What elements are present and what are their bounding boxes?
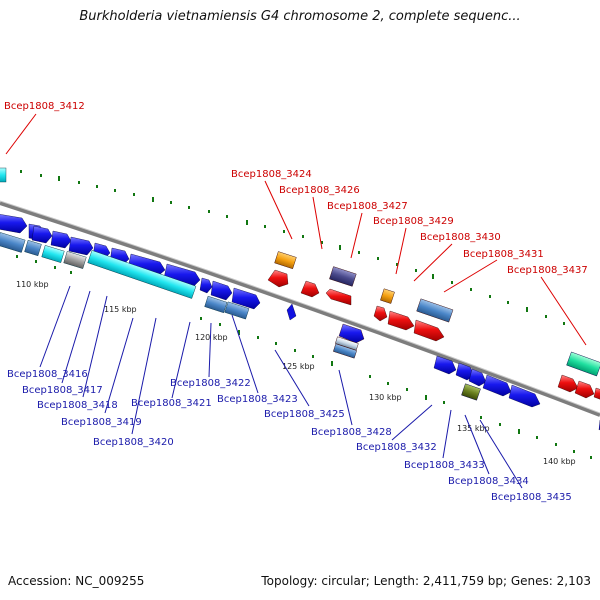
gene-arrow xyxy=(231,287,261,310)
gene-label-3435: Bcep1808_3435 xyxy=(491,492,572,503)
gene-arrow xyxy=(286,303,297,321)
gene-label-3420: Bcep1808_3420 xyxy=(93,437,174,448)
gene-label-3433: Bcep1808_3433 xyxy=(404,460,485,471)
gene-box xyxy=(0,167,7,183)
gene-box xyxy=(274,251,297,270)
scale-label-115: 115 kbp xyxy=(104,305,137,314)
gene-label-3432: Bcep1808_3432 xyxy=(356,442,437,453)
gene-arrow xyxy=(50,230,72,249)
gene-arrow xyxy=(508,384,541,408)
gene-arrow xyxy=(593,387,600,400)
gene-box xyxy=(204,295,228,314)
gene-label-3426: Bcep1808_3426 xyxy=(279,185,360,196)
gene-arrow xyxy=(387,310,415,331)
gene-arrow xyxy=(482,374,512,397)
top-gene-labels: Bcep1808_3412 Bcep1808_3424 Bcep1808_342… xyxy=(4,101,588,276)
gene-arrow xyxy=(31,225,53,244)
scale-label-110: 110 kbp xyxy=(16,280,49,289)
gene-box xyxy=(0,232,26,253)
scale-label-120: 120 kbp xyxy=(195,333,228,342)
gene-label-3421: Bcep1808_3421 xyxy=(131,398,212,409)
genome-summary-text: Topology: circular; Length: 2,411,759 bp… xyxy=(261,574,591,588)
gene-label-3424: Bcep1808_3424 xyxy=(231,169,312,180)
gene-box xyxy=(329,266,357,287)
gene-arrow xyxy=(433,355,457,375)
gene-arrow xyxy=(325,288,352,306)
gene-label-3417: Bcep1808_3417 xyxy=(22,385,103,396)
scale-label-140: 140 kbp xyxy=(543,457,576,466)
gene-label-3427: Bcep1808_3427 xyxy=(327,201,408,212)
gene-box xyxy=(87,250,197,299)
gene-label-3418: Bcep1808_3418 xyxy=(37,400,118,411)
right-region-genes xyxy=(0,167,600,431)
gene-label-3425: Bcep1808_3425 xyxy=(264,409,345,420)
scale-label-135: 135 kbp xyxy=(457,424,490,433)
gene-arrow xyxy=(0,214,28,234)
outer-tick-track xyxy=(20,170,565,325)
scale-label-125: 125 kbp xyxy=(282,362,315,371)
gene-label-3437: Bcep1808_3437 xyxy=(507,265,588,276)
gene-box xyxy=(333,343,357,359)
scale-labels: 110 kbp 115 kbp 120 kbp 125 kbp 130 kbp … xyxy=(16,280,576,466)
accession-text: Accession: NC_009255 xyxy=(8,574,145,588)
gene-box xyxy=(24,239,42,257)
genome-backbone xyxy=(0,201,600,417)
gene-label-3419: Bcep1808_3419 xyxy=(61,417,142,428)
gene-label-3429: Bcep1808_3429 xyxy=(373,216,454,227)
gene-arrow xyxy=(468,368,487,387)
gene-arrow xyxy=(557,374,579,393)
forward-strand-genes xyxy=(0,214,261,310)
gene-arrow xyxy=(68,236,94,256)
scale-label-130: 130 kbp xyxy=(369,393,402,402)
genome-backbone-highlight xyxy=(0,200,600,414)
bottom-callout-lines xyxy=(39,285,523,489)
gene-arrow xyxy=(267,269,289,288)
gene-box xyxy=(461,383,481,401)
inner-tick-track xyxy=(16,255,592,459)
gene-arrow xyxy=(574,380,595,399)
gene-arrow xyxy=(300,280,320,298)
gene-box xyxy=(566,351,600,377)
gene-label-3422: Bcep1808_3422 xyxy=(170,378,251,389)
gene-box xyxy=(224,301,250,320)
gene-box xyxy=(63,251,87,269)
gene-arrow xyxy=(210,280,233,301)
map-title: Burkholderia vietnamiensis G4 chromosome… xyxy=(79,9,521,24)
gene-label-3412: Bcep1808_3412 xyxy=(4,101,85,112)
middle-region-genes xyxy=(267,251,454,359)
gene-arrow xyxy=(373,305,388,322)
gene-box xyxy=(41,245,65,263)
gene-box xyxy=(416,298,454,323)
gene-label-3416: Bcep1808_3416 xyxy=(7,369,88,380)
rna-gene-row xyxy=(0,232,250,320)
gene-box xyxy=(335,336,359,351)
top-callout-lines xyxy=(5,113,587,346)
gene-box xyxy=(380,288,395,304)
gene-arrow xyxy=(413,319,445,342)
gene-label-3431: Bcep1808_3431 xyxy=(463,249,544,260)
gene-label-3434: Bcep1808_3434 xyxy=(448,476,529,487)
gene-arrow xyxy=(199,277,213,294)
gene-arrow xyxy=(338,323,365,344)
bottom-gene-labels: Bcep1808_3416 Bcep1808_3417 Bcep1808_341… xyxy=(7,369,572,503)
gene-label-3423: Bcep1808_3423 xyxy=(217,394,298,405)
gene-label-3428: Bcep1808_3428 xyxy=(311,427,392,438)
gene-label-3430: Bcep1808_3430 xyxy=(420,232,501,243)
